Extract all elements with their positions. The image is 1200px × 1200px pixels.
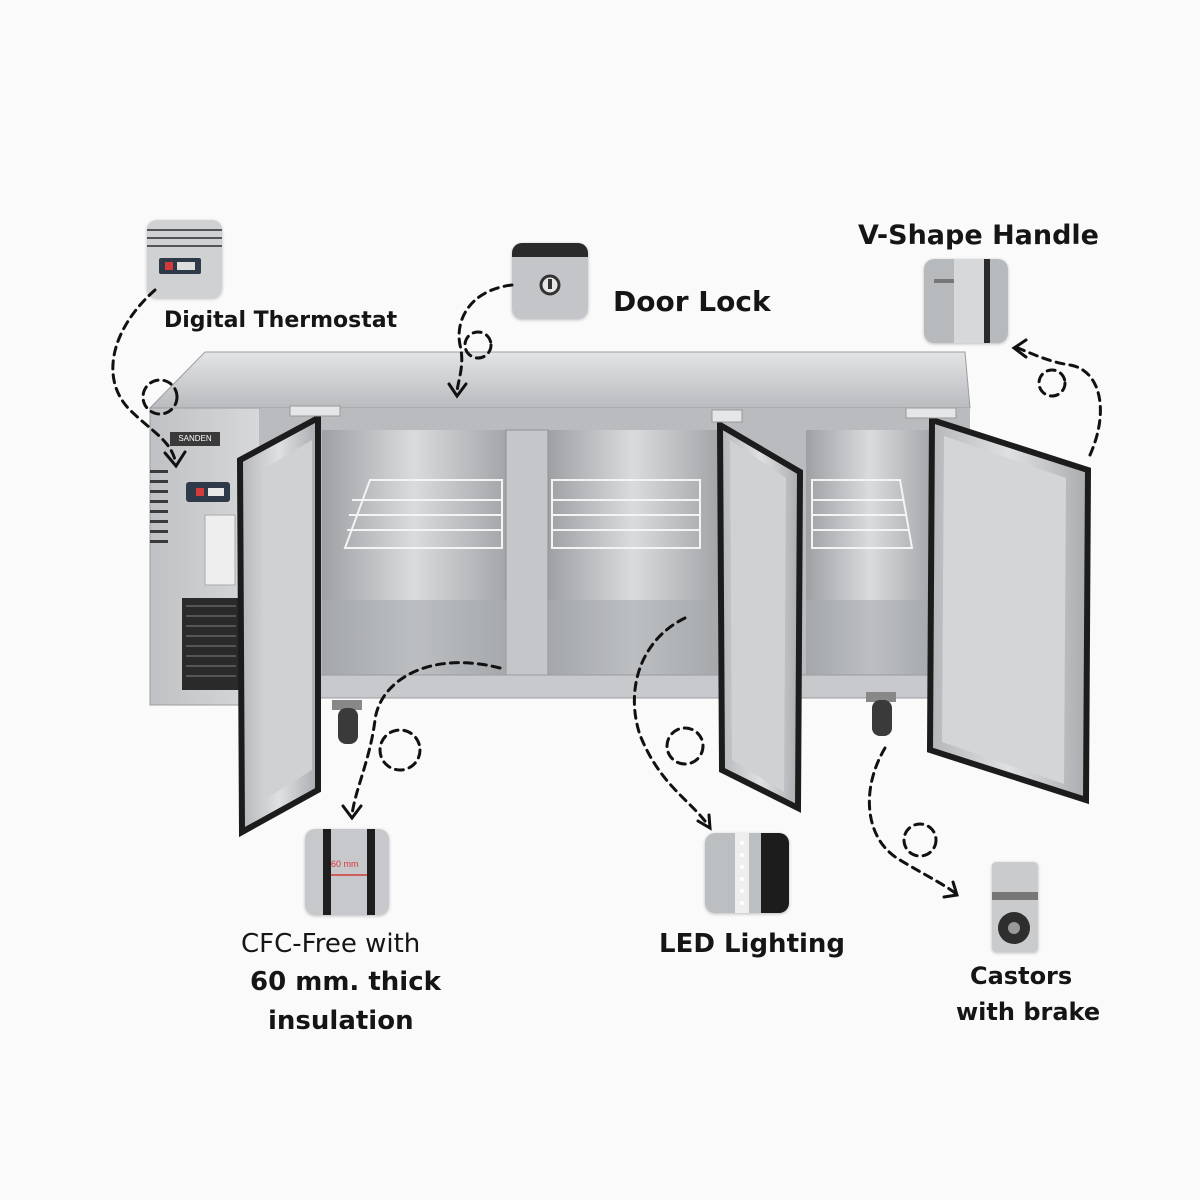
lock-closeup-image — [512, 243, 588, 319]
lock-icon — [512, 243, 588, 319]
castors-label-line1: Castors — [970, 962, 1073, 990]
thermostat-label: Digital Thermostat — [164, 308, 398, 333]
castor-closeup-image — [992, 862, 1038, 952]
insulation-arrow — [350, 661, 502, 817]
handle-closeup-image — [924, 259, 1008, 343]
lower-grille — [182, 598, 240, 690]
castor-icon — [992, 862, 1038, 952]
door-lock-arrow — [455, 283, 514, 394]
castor-left — [332, 700, 362, 744]
wire-shelves — [343, 479, 914, 549]
thermostat-closeup-image — [147, 220, 222, 298]
handle-icon — [924, 259, 1008, 343]
castors-label-line2: with brake — [956, 998, 1101, 1026]
insulation-closeup-image: 60 mm — [305, 829, 389, 915]
handle-arrow — [1016, 346, 1102, 457]
led-label: LED Lighting — [659, 929, 846, 959]
insulation-label-line1: CFC-Free with — [241, 929, 421, 959]
insulation-label-line2: 60 mm. thick — [250, 967, 441, 997]
spec-sticker — [204, 514, 236, 586]
insulation-icon — [305, 829, 389, 915]
door-lock-label: Door Lock — [613, 285, 771, 318]
handle-label: V-Shape Handle — [858, 220, 1099, 251]
brand-badge: SANDEN — [170, 432, 220, 446]
led-arrow — [632, 616, 710, 827]
side-vents — [150, 470, 168, 543]
thermostat-arrow — [111, 288, 177, 462]
thermostat-icon — [147, 220, 222, 298]
castors-arrow — [867, 746, 957, 895]
insulation-label-line3: insulation — [268, 1006, 414, 1036]
insulation-measure: 60 mm — [331, 859, 359, 869]
led-icon — [705, 833, 789, 913]
castor-right — [866, 692, 896, 736]
led-closeup-image — [705, 833, 789, 913]
